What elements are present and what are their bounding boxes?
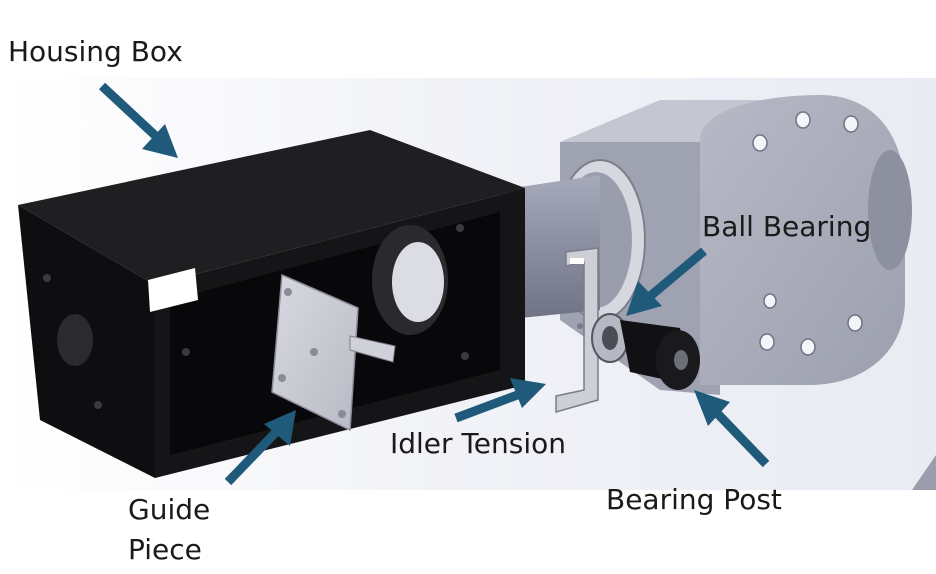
guide-piece-label-line1: Guide [128, 493, 211, 526]
idler-tension-label: Idler Tension [390, 427, 567, 460]
housing-box-label: Housing Box [8, 35, 183, 68]
arrow-bearing-post [694, 390, 770, 468]
arrow-housing-box [98, 82, 178, 158]
idler-tension-part [555, 247, 599, 413]
motor-bolt-holes [752, 111, 863, 356]
arrow-idler-tension [454, 378, 546, 423]
ball-bearing-label: Ball Bearing [702, 210, 872, 243]
callout-arrows [98, 82, 770, 486]
bearing-post-part [591, 313, 700, 390]
arrow-ball-bearing [626, 247, 707, 316]
bearing-post-label: Bearing Post [606, 483, 782, 516]
guide-piece-label-line2: Piece [128, 533, 202, 566]
background-part-edge [912, 455, 936, 490]
arrow-guide-piece [224, 410, 296, 486]
guide-piece-part [271, 273, 396, 432]
